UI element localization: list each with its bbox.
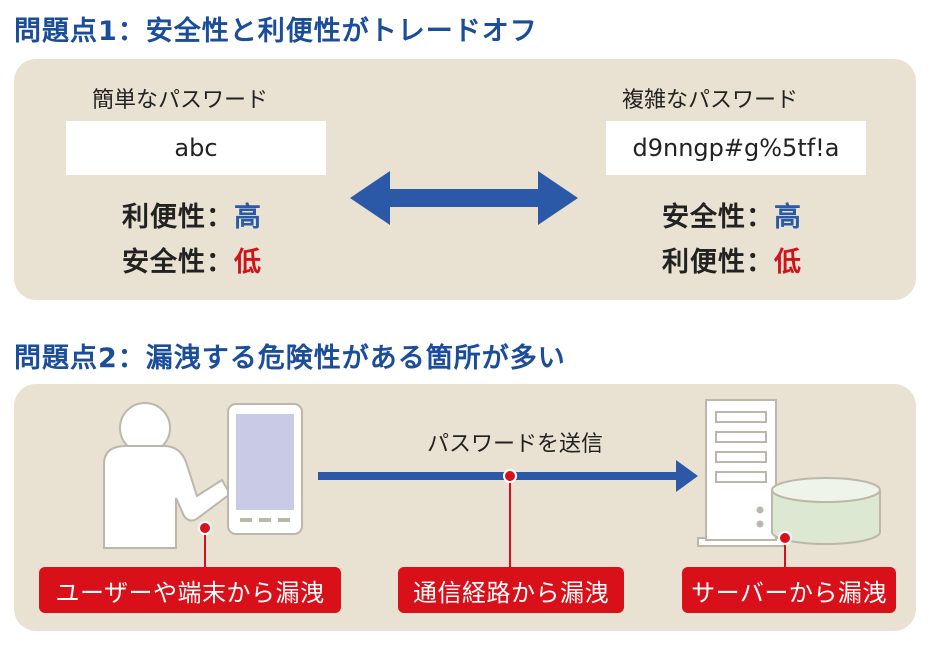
stat-name: 利便性: [122, 202, 206, 233]
user-body: [103, 445, 232, 549]
database-icon: [771, 477, 881, 545]
badge-server-leak: サーバーから漏洩: [682, 567, 896, 613]
server-slot: [715, 451, 767, 463]
leak-dot-route: [503, 469, 517, 483]
tradeoff-double-arrow: [350, 171, 578, 225]
database-top: [771, 477, 881, 503]
server-slot: [715, 431, 767, 443]
section1-title: 問題点1：安全性と利便性がトレードオフ: [14, 16, 538, 47]
send-arrow: [318, 460, 698, 492]
simple-password-box: abc: [66, 121, 326, 175]
leak-dot-server: [778, 531, 792, 545]
leak-diagram: [103, 399, 881, 568]
stat-value-low: 低: [234, 247, 262, 278]
server-tower: [705, 399, 777, 541]
simple-stat-security: 安全性：低: [122, 240, 262, 279]
stat-name: 安全性: [122, 247, 206, 278]
stat-separator: ：: [206, 202, 234, 233]
server-icon: [697, 399, 785, 547]
stat-name: 安全性: [662, 202, 746, 233]
section2-title: 問題点2：漏洩する危険性がある箇所が多い: [14, 343, 566, 374]
stat-separator: ：: [206, 247, 234, 278]
simple-stat-convenience: 利便性：高: [122, 195, 262, 234]
badge-user-leak: ユーザーや端末から漏洩: [39, 567, 341, 613]
server-slot: [715, 411, 767, 423]
tablet-button: [278, 518, 290, 522]
stat-value-low: 低: [774, 247, 802, 278]
user-figure-icon: [103, 402, 232, 549]
stat-value-high: 高: [774, 202, 802, 233]
tablet-button: [259, 518, 271, 522]
database-body: [771, 490, 881, 545]
stat-value-high: 高: [234, 202, 262, 233]
stat-separator: ：: [746, 247, 774, 278]
tradeoff-panel: 簡単なパスワード abc 利便性：高 安全性：低 複雑なパスワード d9nngp…: [14, 59, 916, 300]
server-led: [756, 520, 764, 528]
complex-stat-security: 安全性：高: [662, 195, 802, 234]
complex-stat-convenience: 利便性：低: [662, 240, 802, 279]
simple-password-label: 簡単なパスワード: [92, 88, 269, 113]
complex-password-label: 複雑なパスワード: [622, 88, 799, 113]
double-arrow-shape: [350, 171, 578, 225]
server-slot: [715, 471, 767, 483]
tablet-button: [240, 518, 252, 522]
stat-name: 利便性: [662, 247, 746, 278]
send-arrow-shaft: [318, 472, 680, 480]
tablet-icon: [227, 403, 303, 535]
leak-markers: [198, 469, 792, 568]
complex-password-box: d9nngp#g%5tf!a: [606, 121, 866, 175]
stat-separator: ：: [746, 202, 774, 233]
send-password-label: パスワードを送信: [427, 432, 604, 457]
leak-dot-user: [198, 521, 212, 535]
server-led: [756, 506, 764, 514]
send-arrow-head: [676, 460, 698, 492]
leak-points-panel: パスワードを送信 ユーザーや端末から漏洩 通信経路から漏洩 サーバーから漏洩: [14, 384, 916, 631]
badge-route-leak: 通信経路から漏洩: [398, 567, 624, 613]
tablet-screen: [236, 414, 294, 510]
